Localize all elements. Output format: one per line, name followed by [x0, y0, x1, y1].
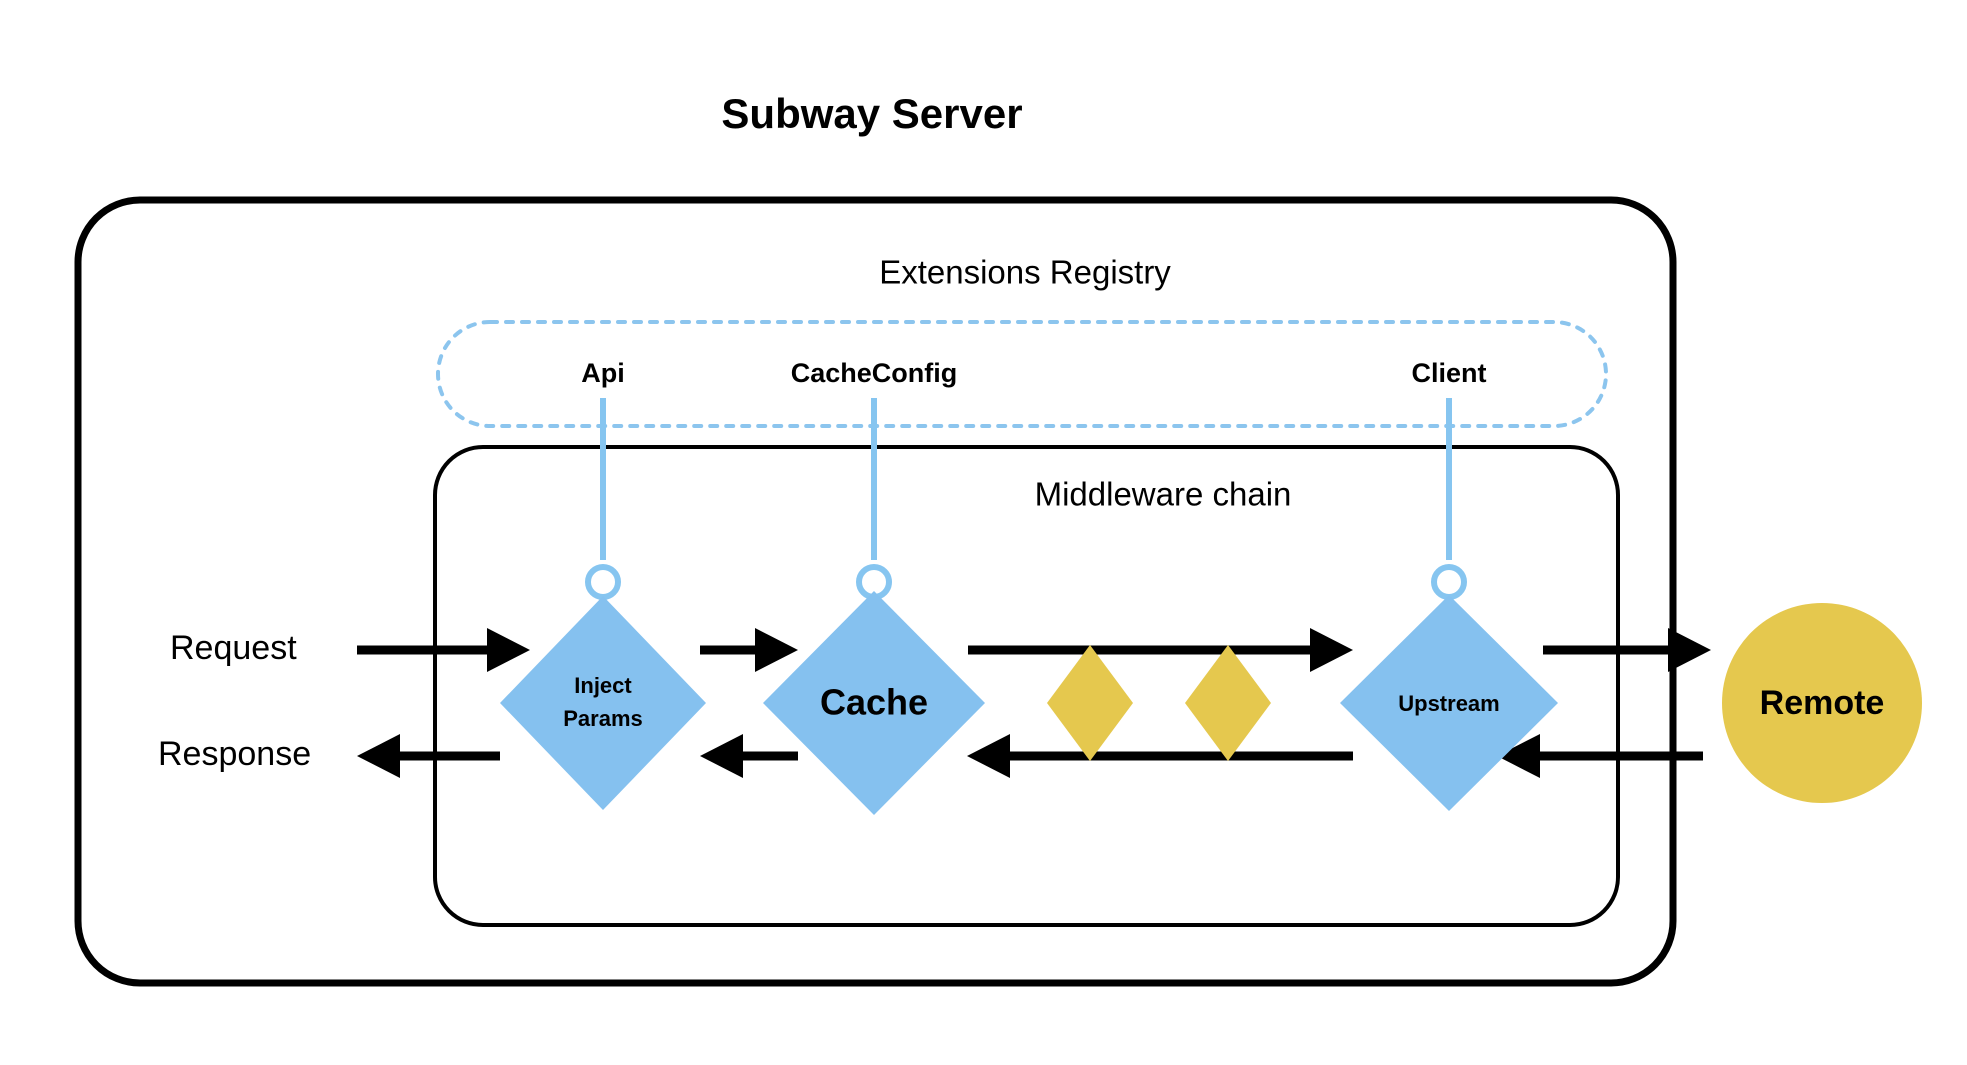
extension-label-cacheconfig: CacheConfig	[791, 358, 958, 388]
cache-label: Cache	[820, 682, 928, 723]
remote-label: Remote	[1760, 684, 1885, 722]
middleware-node-inject-params[interactable]: Inject Params	[500, 596, 706, 810]
extensions-registry-pill	[436, 320, 1608, 428]
upstream-diamond[interactable]	[1340, 595, 1558, 811]
plugin-diamond-2	[1185, 645, 1271, 761]
flow-response-remote-to-upstream	[1497, 734, 1703, 778]
middleware-node-cache[interactable]: Cache	[763, 591, 985, 815]
middleware-chain-box	[433, 445, 1620, 927]
flow-request-entry	[357, 628, 530, 672]
inject-params-label-line1: Inject	[574, 673, 632, 698]
request-label: Request	[170, 629, 297, 667]
flow-request-upstream-to-remote	[1543, 628, 1711, 672]
plugin-diamond-1	[1047, 645, 1133, 761]
middleware-node-upstream[interactable]: Upstream	[1340, 595, 1558, 811]
connector-ring-api	[585, 564, 621, 600]
flow-request-cache-to-upstream	[968, 628, 1353, 672]
flow-response-exit	[357, 734, 500, 778]
extension-label-client: Client	[1411, 358, 1486, 388]
inject-params-label-line2: Params	[563, 706, 643, 731]
connector-ring-client	[1431, 564, 1467, 600]
remote-circle[interactable]	[1722, 603, 1922, 803]
extensions-registry-label: Extensions Registry	[879, 254, 1171, 291]
flow-request-inject-to-cache	[700, 628, 798, 672]
flow-response-upstream-to-cache	[967, 734, 1353, 778]
inject-params-diamond[interactable]	[500, 596, 706, 810]
flow-response-cache-to-inject	[700, 734, 798, 778]
response-label: Response	[158, 735, 311, 773]
remote-node[interactable]: Remote	[1722, 603, 1922, 803]
middleware-chain-label: Middleware chain	[1035, 476, 1292, 513]
cache-diamond[interactable]	[763, 591, 985, 815]
page-title: Subway Server	[721, 90, 1022, 137]
server-boundary	[74, 196, 1677, 987]
extension-label-api: Api	[581, 358, 625, 388]
upstream-label: Upstream	[1398, 691, 1499, 716]
